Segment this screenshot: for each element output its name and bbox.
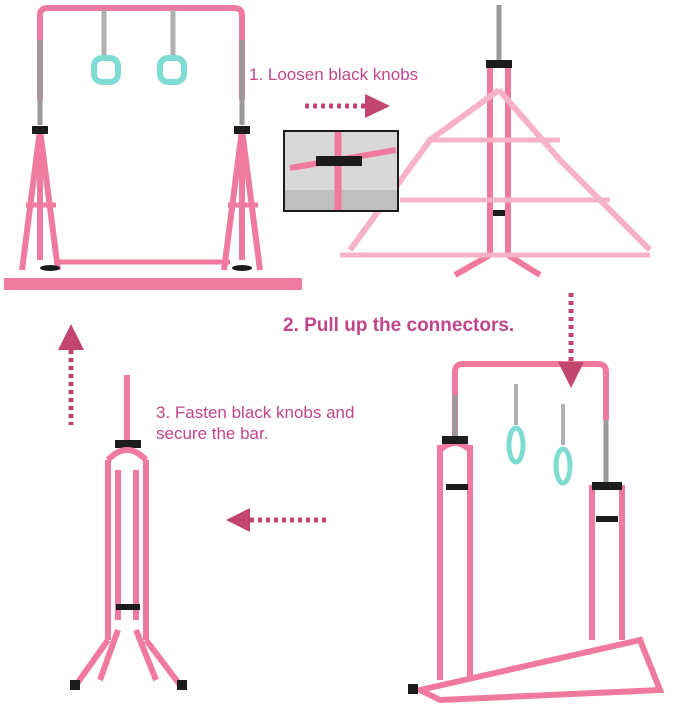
- ring-3d-right-icon: [553, 404, 573, 486]
- dashed-arrow-up-icon: [58, 324, 84, 425]
- ring-right-icon: [157, 10, 187, 85]
- step-3-line-1: 3. Fasten black knobs and: [156, 403, 355, 422]
- folded-bar-bottom-left: [70, 375, 187, 690]
- assembled-bar-top-left: [4, 5, 302, 290]
- step-1-caption: 1. Loosen black knobs: [249, 65, 419, 84]
- knob-closeup-inset: [283, 130, 399, 212]
- folding-bar-top-right: [340, 5, 653, 278]
- dashed-arrow-down-icon: [558, 293, 584, 388]
- dashed-arrow-left-icon: [226, 508, 327, 532]
- step-2-caption: 2. Pull up the connectors.: [283, 315, 515, 336]
- dashed-arrow-right-icon: [305, 94, 390, 118]
- ring-left-icon: [91, 10, 121, 85]
- unfolded-bar-bottom-right: [408, 361, 665, 704]
- step-3-line-2: secure the bar.: [156, 424, 269, 444]
- ring-3d-left-icon: [506, 384, 526, 465]
- step-3-caption: 3. Fasten black knobs and secure the bar…: [156, 402, 354, 445]
